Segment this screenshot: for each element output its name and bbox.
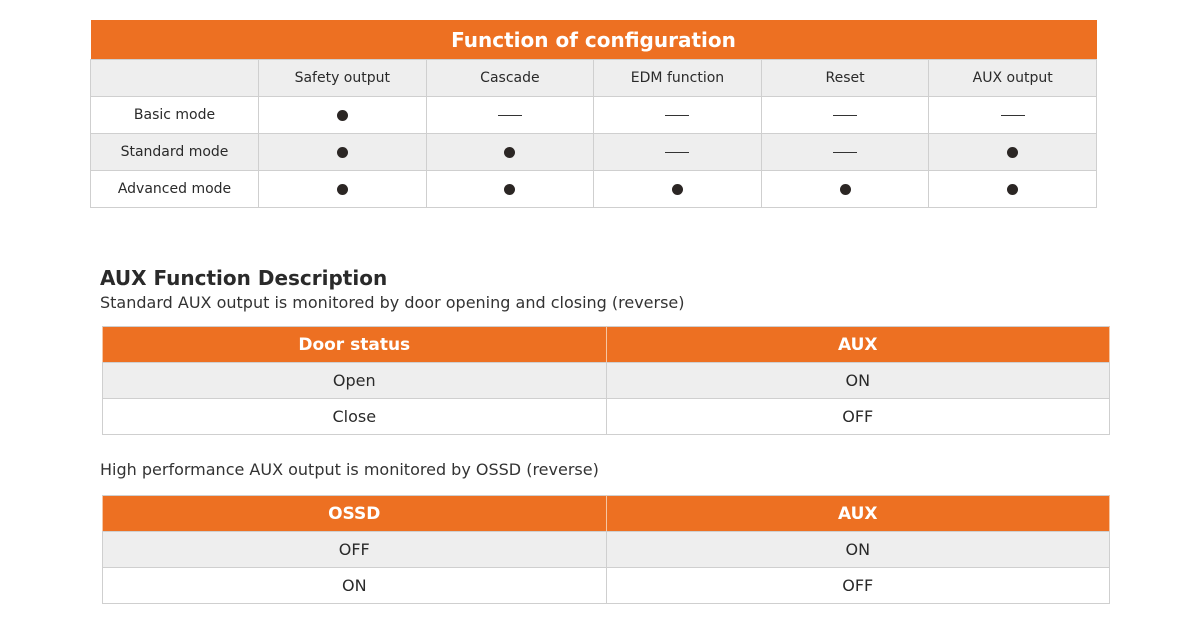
door-status-header: Door status bbox=[102, 326, 607, 363]
column-header bbox=[90, 59, 259, 97]
feature-cell bbox=[425, 170, 595, 208]
aux-cell: OFF bbox=[605, 567, 1110, 604]
column-header-cascade: Cascade bbox=[425, 59, 595, 97]
feature-cell bbox=[593, 133, 762, 171]
aux-cell: ON bbox=[605, 531, 1110, 568]
column-header-edm-function: EDM function bbox=[593, 59, 762, 97]
not-supported-dash-icon bbox=[833, 114, 858, 116]
aux-cell: ON bbox=[605, 362, 1110, 399]
feature-cell bbox=[425, 96, 595, 134]
feature-cell bbox=[593, 170, 762, 208]
table-row: Standard mode bbox=[90, 133, 1097, 171]
door-status-cell: Close bbox=[102, 398, 607, 435]
aux-section-heading: AUX Function Description bbox=[100, 266, 388, 290]
supported-dot-icon bbox=[1007, 183, 1019, 195]
feature-cell bbox=[928, 133, 1097, 171]
configuration-table-title: Function of configuration bbox=[451, 27, 736, 52]
not-supported-dash-icon bbox=[1000, 114, 1025, 116]
supported-dot-icon bbox=[336, 109, 348, 121]
feature-cell bbox=[928, 96, 1097, 134]
table-row: Close OFF bbox=[102, 398, 1110, 435]
column-header-safety-output: Safety output bbox=[258, 59, 427, 97]
column-header-reset: Reset bbox=[760, 59, 930, 97]
feature-cell bbox=[760, 133, 930, 171]
aux-header: AUX bbox=[605, 495, 1110, 532]
not-supported-dash-icon bbox=[497, 114, 522, 116]
configuration-table: Function of configuration Safety output … bbox=[90, 20, 1097, 208]
not-supported-dash-icon bbox=[665, 114, 690, 116]
feature-cell bbox=[258, 170, 427, 208]
column-header-aux-output: AUX output bbox=[928, 59, 1097, 97]
configuration-header-row: Safety output Cascade EDM function Reset… bbox=[90, 59, 1097, 97]
feature-cell bbox=[425, 133, 595, 171]
mode-label: Advanced mode bbox=[90, 170, 259, 208]
feature-cell bbox=[593, 96, 762, 134]
table-row: ON OFF bbox=[102, 567, 1110, 604]
ossd-table: OSSD AUX OFF ON ON OFF bbox=[102, 495, 1110, 604]
not-supported-dash-icon bbox=[665, 151, 690, 153]
aux-header: AUX bbox=[605, 326, 1110, 363]
feature-cell bbox=[760, 96, 930, 134]
supported-dot-icon bbox=[504, 183, 516, 195]
supported-dot-icon bbox=[336, 146, 348, 158]
table-row: Advanced mode bbox=[90, 170, 1097, 208]
feature-cell bbox=[258, 96, 427, 134]
table-row: OFF ON bbox=[102, 531, 1110, 568]
mode-label: Basic mode bbox=[90, 96, 259, 134]
door-status-cell: Open bbox=[102, 362, 607, 399]
ossd-cell: OFF bbox=[102, 531, 607, 568]
ossd-cell: ON bbox=[102, 567, 607, 604]
not-supported-dash-icon bbox=[833, 151, 858, 153]
supported-dot-icon bbox=[839, 183, 851, 195]
table-row: Open ON bbox=[102, 362, 1110, 399]
table-row: Basic mode bbox=[90, 96, 1097, 134]
standard-aux-description: Standard AUX output is monitored by door… bbox=[100, 293, 685, 312]
supported-dot-icon bbox=[336, 183, 348, 195]
ossd-header: OSSD bbox=[102, 495, 607, 532]
feature-cell bbox=[928, 170, 1097, 208]
feature-cell bbox=[760, 170, 930, 208]
aux-cell: OFF bbox=[605, 398, 1110, 435]
door-status-table: Door status AUX Open ON Close OFF bbox=[102, 326, 1110, 435]
mode-label: Standard mode bbox=[90, 133, 259, 171]
feature-cell bbox=[258, 133, 427, 171]
supported-dot-icon bbox=[671, 183, 683, 195]
supported-dot-icon bbox=[504, 146, 516, 158]
supported-dot-icon bbox=[1007, 146, 1019, 158]
high-performance-aux-description: High performance AUX output is monitored… bbox=[100, 460, 599, 479]
